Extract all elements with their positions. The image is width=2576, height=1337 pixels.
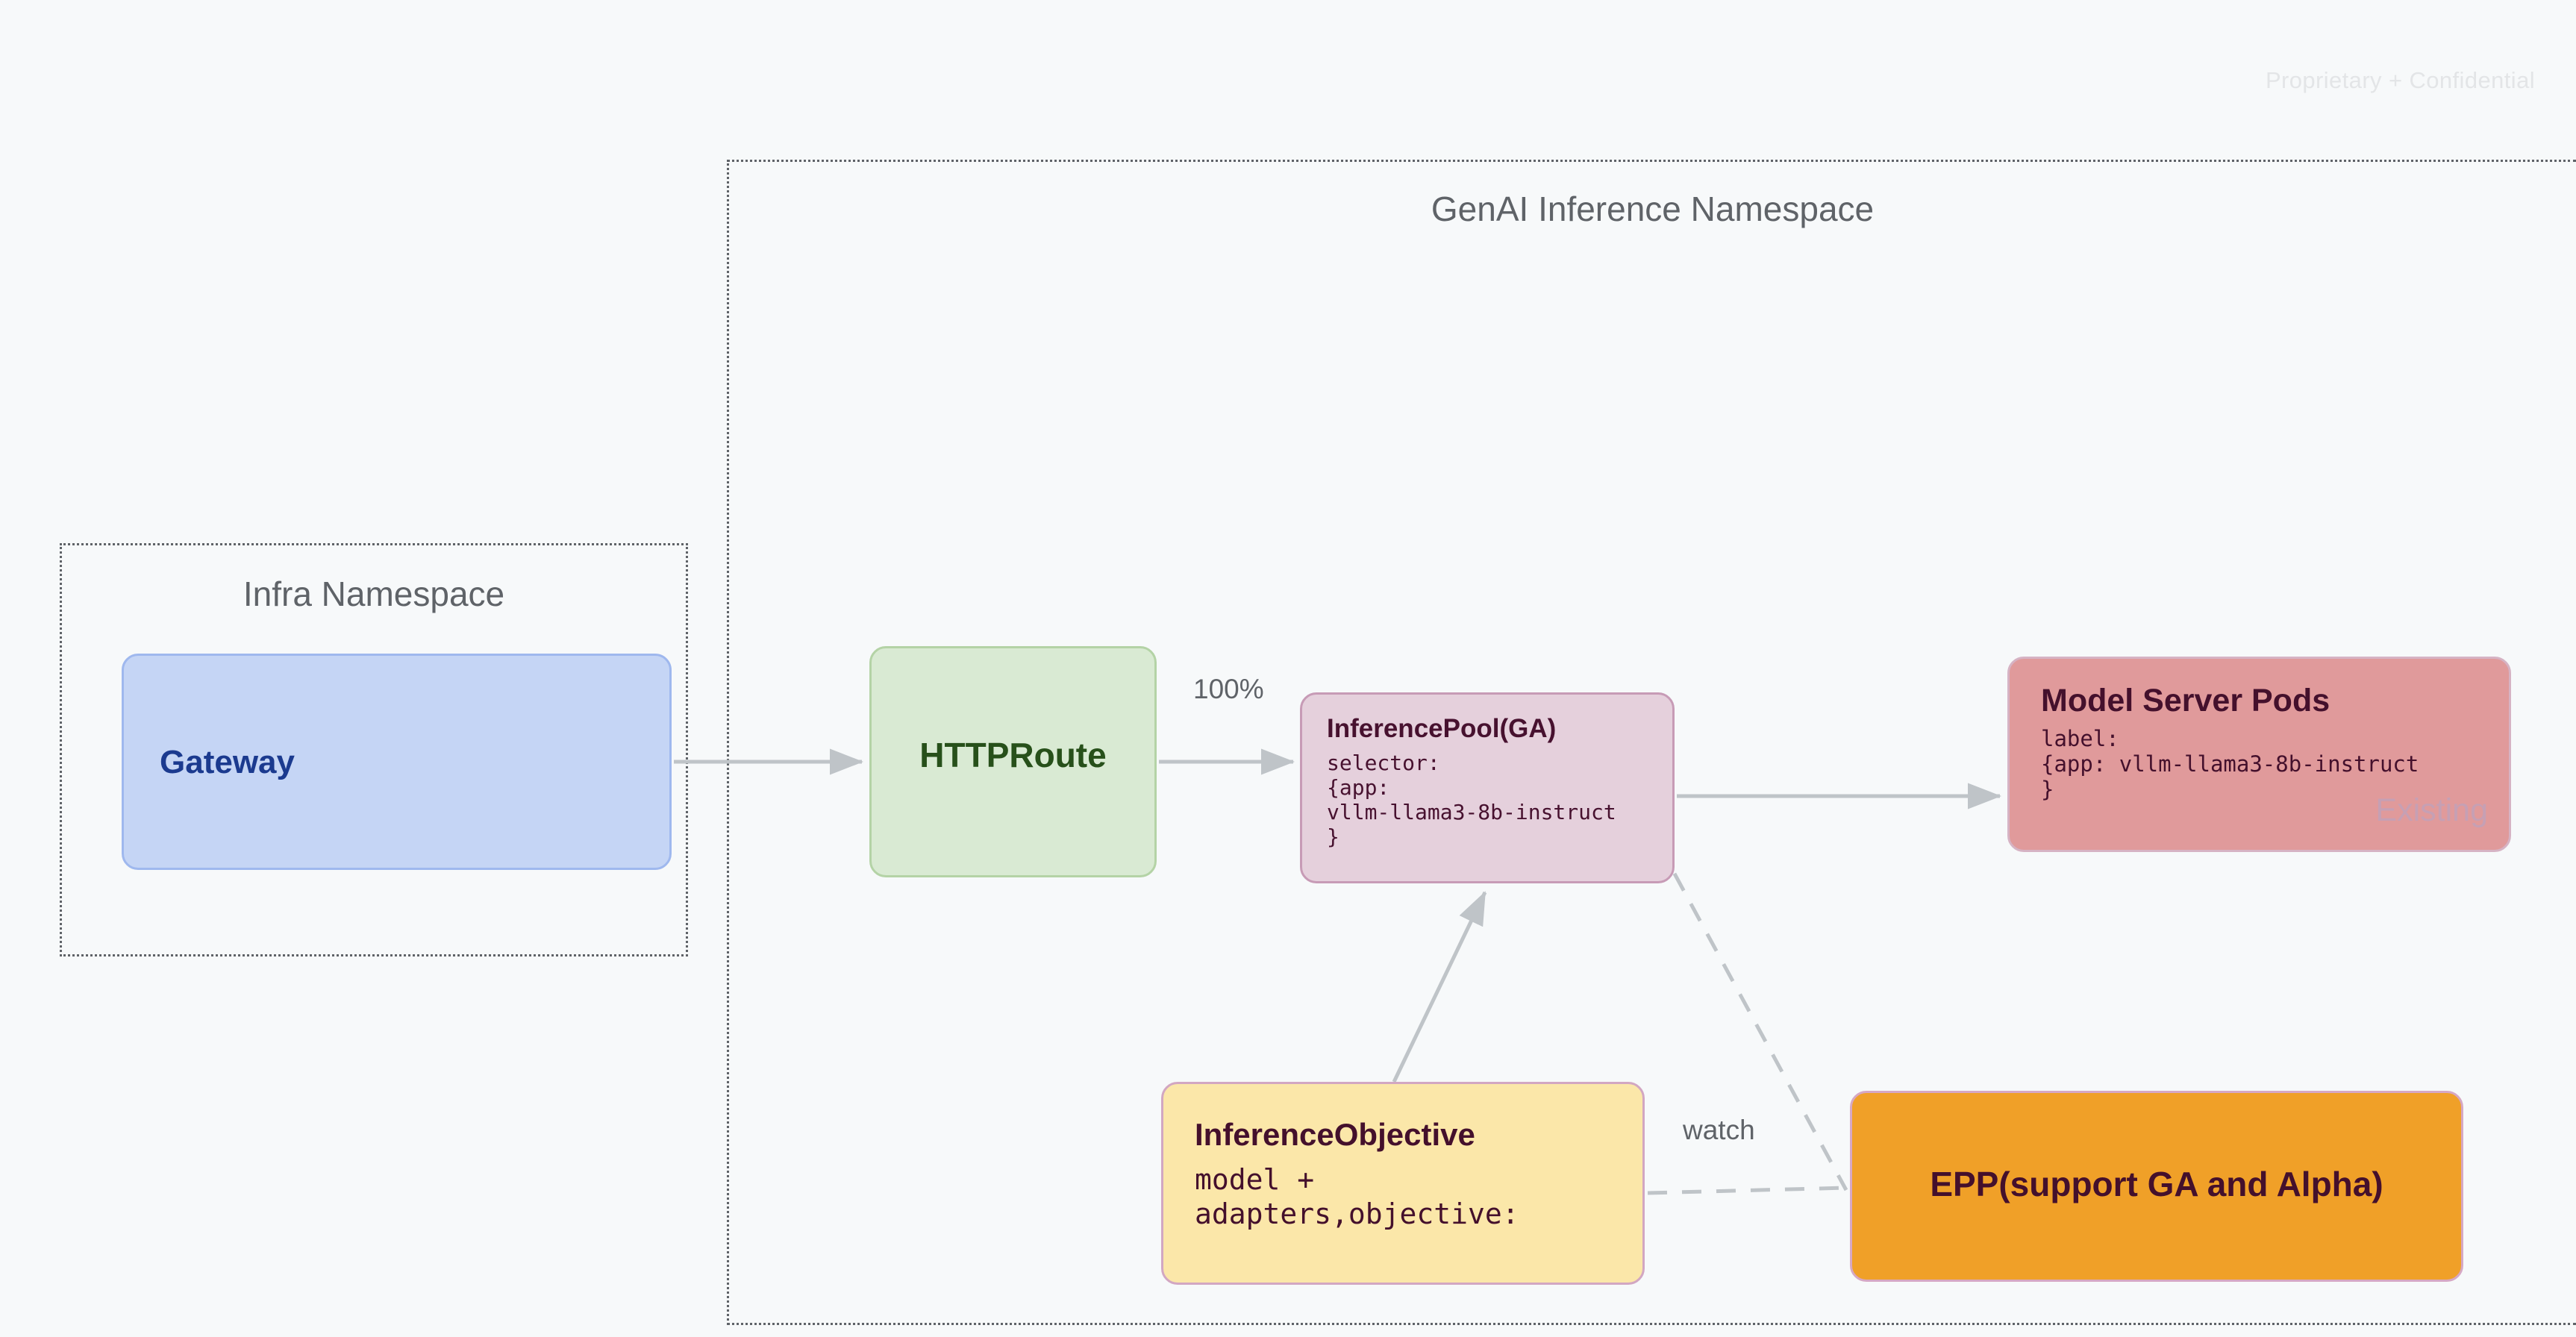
namespace-genai-title: GenAI Inference Namespace (1431, 190, 1875, 228)
node-gateway[interactable]: Gateway (122, 654, 672, 870)
node-httproute[interactable]: HTTPRoute (869, 646, 1157, 877)
node-inference-objective-body: model + adapters,objective: (1195, 1163, 1519, 1231)
namespace-infra: Infra Namespace (60, 543, 688, 956)
node-inference-objective-title: InferenceObjective (1195, 1117, 1475, 1152)
node-inference-objective[interactable]: InferenceObjective model + adapters,obje… (1161, 1082, 1645, 1285)
node-gateway-title: Gateway (160, 744, 295, 780)
confidentiality-watermark: Proprietary + Confidential (2265, 67, 2535, 93)
edge-label-weight-100: 100% (1193, 674, 1264, 704)
namespace-infra-title: Infra Namespace (243, 574, 505, 613)
node-inference-pool[interactable]: InferencePool(GA) selector: {app: vllm-l… (1300, 692, 1675, 883)
node-inference-pool-selector: selector: {app: vllm-llama3-8b-instruct … (1327, 751, 1616, 850)
edge-label-watch: watch (1683, 1115, 1755, 1145)
node-model-server-pods-title: Model Server Pods (2041, 683, 2330, 718)
node-model-server-pods[interactable]: Model Server Pods label: {app: vllm-llam… (2007, 657, 2511, 852)
node-epp[interactable]: EPP(support GA and Alpha) (1850, 1091, 2463, 1282)
status-badge-existing: Existing (2375, 792, 2488, 828)
node-httproute-title: HTTPRoute (919, 736, 1107, 774)
node-epp-title: EPP(support GA and Alpha) (1930, 1165, 2383, 1203)
node-inference-pool-title: InferencePool(GA) (1327, 714, 1557, 743)
namespace-genai-inference: GenAI Inference Namespace (727, 160, 2576, 1325)
node-model-server-pods-label: label: {app: vllm-llama3-8b-instruct } (2041, 726, 2419, 803)
